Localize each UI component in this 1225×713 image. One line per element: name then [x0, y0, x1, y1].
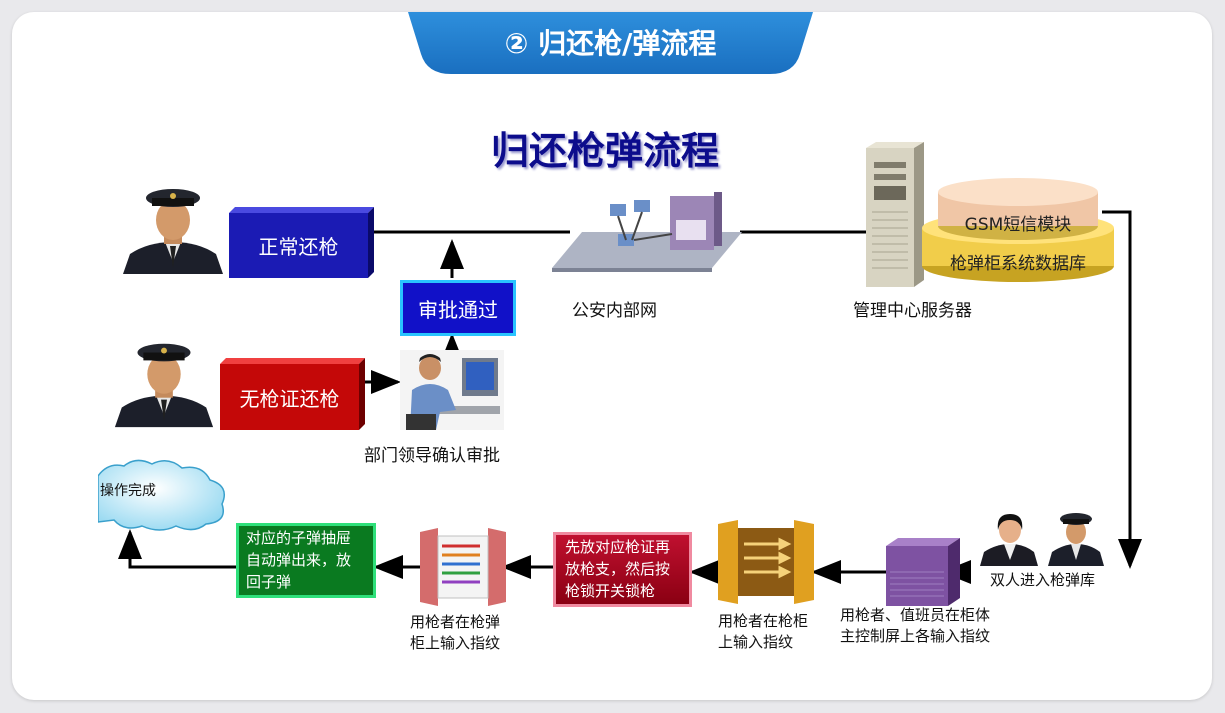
database-label: 枪弹柜系统数据库 — [950, 253, 1086, 274]
ammo-drawer-line: 自动弹出来，放 — [246, 551, 352, 569]
leader-approval-label: 部门领导确认审批 — [364, 446, 500, 466]
gsm-module-label: GSM短信模块 — [964, 214, 1072, 235]
put-gun-line: 先放对应枪证再 — [565, 538, 671, 556]
cabinet-console-icon — [886, 538, 960, 606]
two-staff-icon — [980, 513, 1104, 566]
put-gun-line: 枪锁开关锁枪 — [565, 582, 656, 600]
console-fingerprint-line: 主控制屏上各输入指纹 — [840, 627, 991, 645]
approval-passed-box — [400, 280, 516, 336]
management-server-label: 管理中心服务器 — [853, 301, 972, 321]
no-permit-return-box-shape — [220, 358, 365, 430]
fingerprint-2-line: 柜上输入指纹 — [410, 634, 501, 652]
fingerprint-scanner-icon — [718, 520, 814, 604]
police-officer-icon — [123, 189, 223, 274]
police-officer-icon — [114, 343, 214, 428]
fingerprint-1-line: 用枪者在枪柜 — [718, 612, 809, 630]
ammo-drawer-line: 对应的子弹抽屉 — [246, 529, 352, 547]
no-permit-return-label: 无枪证还枪 — [239, 386, 340, 411]
ammo-drawer-text: 对应的子弹抽屉 自动弹出来，放 回子弹 — [236, 523, 376, 598]
fingerprint-2-line: 用枪者在枪弹 — [410, 613, 501, 631]
server-icon — [866, 142, 924, 287]
cloud-icon — [98, 459, 225, 531]
fingerprint-scanner-icon — [420, 528, 506, 606]
header-tab — [408, 12, 813, 74]
operation-done-label: 操作完成 — [100, 483, 156, 499]
leader-at-computer-icon — [400, 350, 504, 430]
put-gun-line: 放枪支，然后按 — [565, 560, 671, 578]
put-gun-text: 先放对应枪证再 放枪支，然后按 枪锁开关锁枪 — [553, 532, 692, 607]
fingerprint-2-text: 用枪者在枪弹 柜上输入指纹 — [410, 612, 500, 654]
ammo-drawer-box — [236, 523, 376, 598]
police-intranet-label: 公安内部网 — [572, 301, 657, 321]
double-entry-label: 双人进入枪弹库 — [990, 571, 1096, 589]
network-icon — [552, 192, 742, 272]
approval-passed-label: 审批通过 — [418, 297, 498, 322]
database-icon — [922, 178, 1114, 282]
fingerprint-1-line: 上输入指纹 — [718, 633, 794, 651]
console-fingerprint-text: 用枪者、值班员在柜体 主控制屏上各输入指纹 — [840, 605, 990, 647]
diagram-title: 归还枪弹流程 — [490, 128, 719, 173]
put-gun-box — [553, 532, 692, 607]
console-fingerprint-line: 用枪者、值班员在柜体 — [840, 606, 991, 624]
ammo-drawer-line: 回子弹 — [246, 573, 292, 591]
fingerprint-1-text: 用枪者在枪柜 上输入指纹 — [718, 611, 808, 653]
normal-return-box-shape — [229, 207, 374, 278]
header-tab-title: ② 归还枪/弹流程 — [504, 27, 717, 60]
normal-return-label: 正常还枪 — [258, 235, 339, 259]
